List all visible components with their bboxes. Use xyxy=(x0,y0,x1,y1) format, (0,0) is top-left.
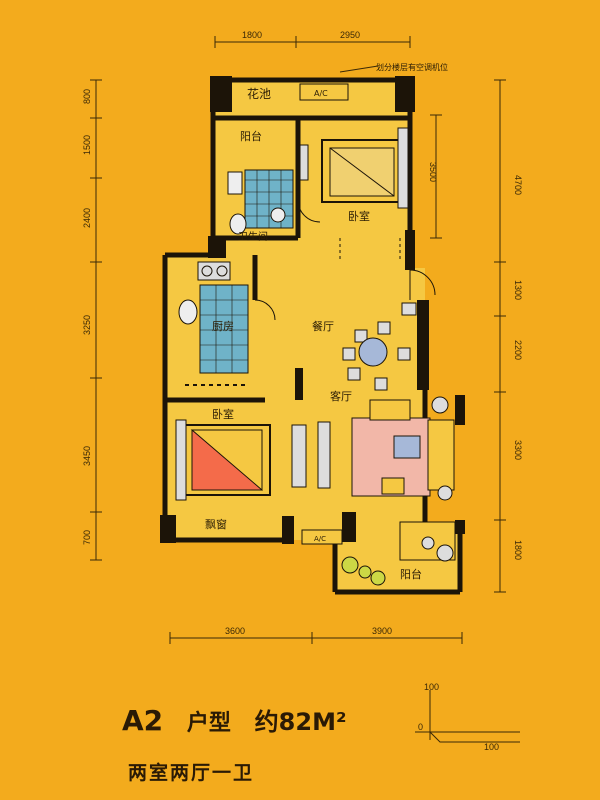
bed-top xyxy=(321,127,409,209)
label-ac-top: A/C xyxy=(314,89,328,98)
tv-cabinet xyxy=(291,421,331,489)
dim-right-4: 2200 xyxy=(513,340,523,360)
label-bay-window: 飘窗 xyxy=(205,517,227,531)
type-word: 户型 xyxy=(186,711,231,736)
dim-right-2: 3500 xyxy=(428,162,438,182)
bathroom-fixtures xyxy=(227,169,294,235)
doors xyxy=(254,199,436,321)
label-ac-bottom: A/C xyxy=(314,535,326,543)
dim-left-1: 800 xyxy=(82,89,92,104)
dim-left-2: 1500 xyxy=(82,135,92,155)
balcony-bottom-fixtures xyxy=(341,521,456,586)
label-bathroom: 卫生间 xyxy=(238,230,268,243)
dim-bottom-1: 3600 xyxy=(225,626,245,636)
dim-top-2: 2950 xyxy=(340,30,360,40)
ac-unit-top xyxy=(299,83,349,101)
label-living: 客厅 xyxy=(330,389,352,403)
dim-left-5: 3450 xyxy=(82,446,92,466)
dim-right-5: 3300 xyxy=(513,440,523,460)
dim-right-1: 4700 xyxy=(513,175,523,195)
model-code: A2 xyxy=(122,704,164,737)
dim-left-3: 2400 xyxy=(82,208,92,228)
dim-top-1: 1800 xyxy=(242,30,262,40)
label-balcony-bottom: 阳台 xyxy=(400,567,422,581)
label-dining: 餐厅 xyxy=(312,319,334,333)
scale-bar xyxy=(415,690,520,743)
bed-bottom xyxy=(175,419,271,501)
area-value: 约82M² xyxy=(254,708,347,736)
dim-left-6: 700 xyxy=(82,530,92,545)
label-kitchen: 厨房 xyxy=(212,320,234,333)
balcony-rack xyxy=(299,144,309,181)
layout-description: 两室两厅一卫 xyxy=(128,762,255,784)
plan-title: A2 户型 约82M² xyxy=(122,702,360,737)
label-ac-note: 划分楼层有空调机位 xyxy=(376,62,448,72)
label-bedroom-bottom: 卧室 xyxy=(212,407,234,421)
dimension-lines xyxy=(90,36,506,644)
scale-tick-b: 100 xyxy=(484,742,499,752)
ac-unit-bottom xyxy=(301,529,343,545)
dim-right-6: 1800 xyxy=(513,540,523,560)
sofa-set xyxy=(351,396,455,501)
dim-bottom-2: 3900 xyxy=(372,626,392,636)
label-garden: 花池 xyxy=(247,86,271,101)
label-balcony-top: 阳台 xyxy=(240,129,262,143)
dim-left-4: 3250 xyxy=(82,315,92,335)
kitchen-fixtures xyxy=(178,261,249,386)
scale-zero: 0 xyxy=(418,722,423,732)
wall-blocks xyxy=(160,76,465,544)
dining-set xyxy=(342,302,417,391)
scale-tick-a: 100 xyxy=(424,682,439,692)
dim-right-3: 1300 xyxy=(513,280,523,300)
label-bedroom-top: 卧室 xyxy=(348,209,370,223)
